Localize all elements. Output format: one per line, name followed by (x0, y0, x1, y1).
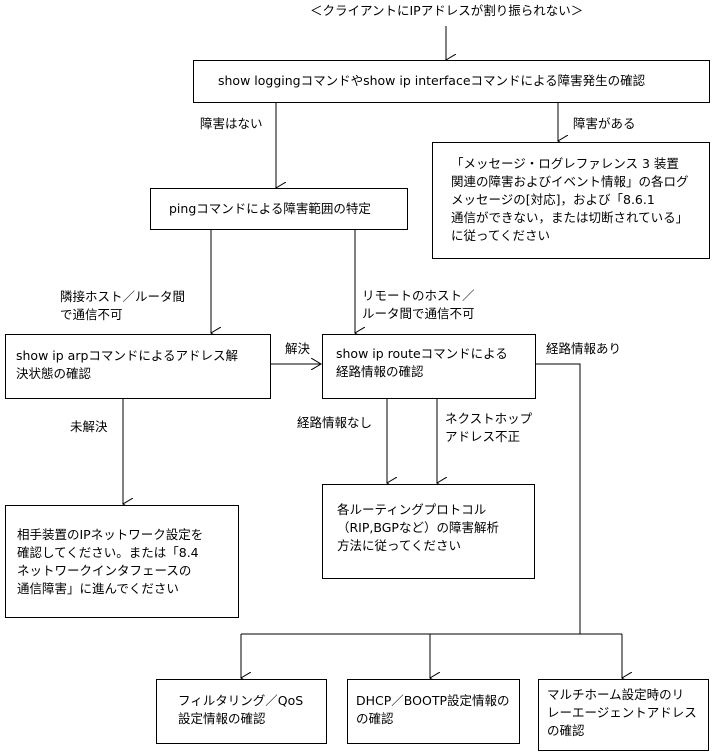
label-line: アドレス不正 (445, 429, 521, 444)
node-text-line: に従ってください (451, 228, 551, 243)
node-text-line: の確認 (547, 723, 585, 738)
node-text-line: 相手装置のIPネットワーク設定を (17, 527, 204, 542)
node-text-line: レーエージェントアドレス (547, 705, 697, 720)
edge-label-remote: リモートのホスト／ ルータ間で通信不可 (362, 287, 475, 323)
edge-label-no-route: 経路情報なし (297, 415, 373, 430)
node-text-line: 方法に従ってください (337, 538, 462, 553)
node-text-line: show ip arpコマンドによるアドレス解 (16, 348, 239, 363)
node-route-check: show ip routeコマンドによる 経路情報の確認 (322, 334, 536, 399)
label-line: ルータ間で通信不可 (362, 306, 475, 321)
label-line: 隣接ホスト／ルータ間 (60, 289, 186, 304)
node-text-line: ネットワークインタフェースの (17, 563, 192, 578)
edge-label-adjacent: 隣接ホスト／ルータ間 で通信不可 (60, 288, 185, 324)
node-text-line: マルチホーム設定時のリ (547, 687, 685, 702)
node-peer-ip: 相手装置のIPネットワーク設定を 確認してください。または「8.4 ネットワーク… (5, 505, 239, 618)
edge-label-no-fault: 障害はない (200, 116, 263, 131)
node-text-line: （RIP,BGPなど）の障害解析 (337, 520, 499, 535)
edge-label-unresolved: 未解決 (70, 419, 108, 434)
edge-route-to-branch (535, 363, 581, 634)
node-text-line: DHCP／BOOTP設定情報の (356, 693, 510, 708)
edge-label-fault: 障害がある (573, 116, 636, 131)
node-arp-check: show ip arpコマンドによるアドレス解 決状態の確認 (5, 334, 271, 399)
node-multihome: マルチホーム設定時のリ レーエージェントアドレス の確認 (538, 679, 709, 751)
node-text-line: 設定情報の確認 (178, 711, 266, 726)
node-ping-range: pingコマンドによる障害範囲の特定 (150, 188, 408, 230)
node-filter-qos: フィルタリング／QoS 設定情報の確認 (156, 679, 327, 744)
node-text-line: メッセージの[対応]，および「8.6.1 (451, 192, 655, 207)
node-text-line: show loggingコマンドやshow ip interfaceコマンドによ… (218, 73, 646, 88)
node-text-line: 確認してください。または「8.4 (17, 545, 199, 560)
label-line: リモートのホスト／ (362, 288, 475, 303)
node-text-line: 決状態の確認 (16, 366, 92, 381)
node-text-line: 各ルーティングプロトコル (337, 502, 487, 517)
node-text-line: 経路情報の確認 (336, 364, 424, 379)
node-text-line: show ip routeコマンドによる (336, 346, 508, 361)
edge-label-nexthop-bad: ネクストホップ アドレス不正 (445, 410, 532, 446)
node-routing-protocol: 各ルーティングプロトコル （RIP,BGPなど）の障害解析 方法に従ってください (322, 484, 535, 579)
node-text-line: 関連の障害およびイベント情報」の各ログ (451, 174, 689, 189)
label-line: ネクストホップ (445, 411, 533, 426)
node-text-line: の確認 (356, 711, 394, 726)
node-text-line: 通信ができない，または切断されている」 (451, 210, 689, 225)
node-dhcp-bootp: DHCP／BOOTP設定情報の の確認 (347, 679, 520, 744)
node-text-line: 通信障害」に進んでください (17, 581, 179, 596)
node-text-line: フィルタリング／QoS (178, 693, 304, 708)
node-text-line: pingコマンドによる障害範囲の特定 (169, 201, 371, 216)
label-line: で通信不可 (60, 307, 123, 322)
edge-label-has-route: 経路情報あり (546, 341, 622, 356)
node-check-logging: show loggingコマンドやshow ip interfaceコマンドによ… (193, 60, 710, 103)
diagram-title: ＜クライアントにIPアドレスが割り振られない＞ (310, 3, 584, 18)
node-text-line: 「メッセージ・ログレファレンス 3 装置 (451, 156, 679, 171)
node-refer-message: 「メッセージ・ログレファレンス 3 装置 関連の障害およびイベント情報」の各ログ… (432, 142, 710, 259)
edge-label-resolved: 解決 (285, 341, 311, 356)
